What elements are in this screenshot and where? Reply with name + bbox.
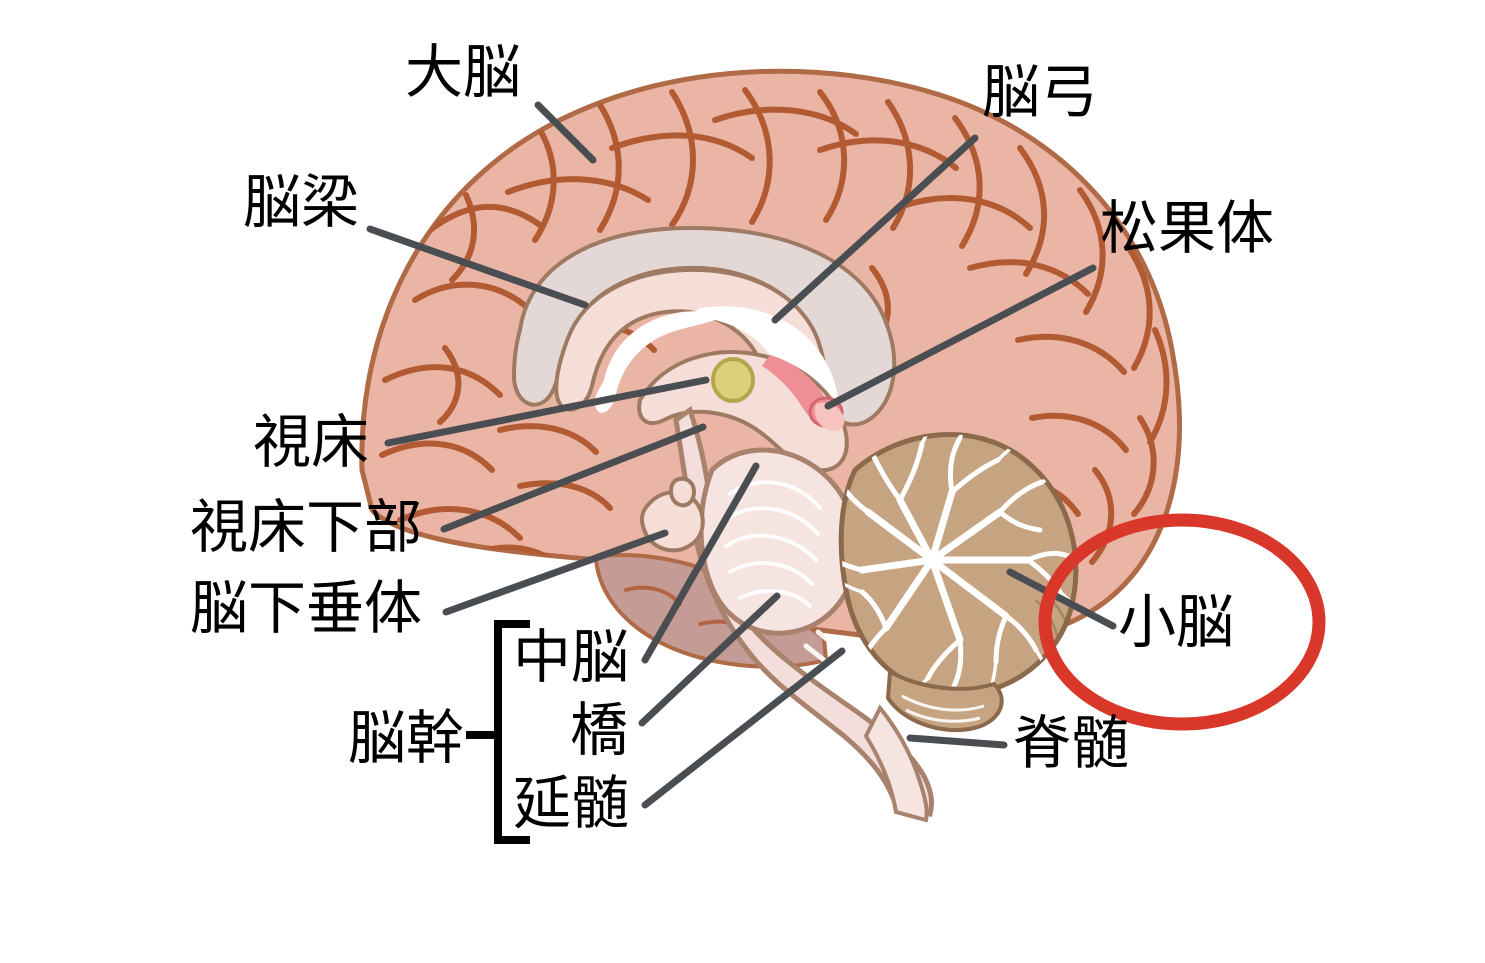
brainstem-bracket — [466, 620, 530, 844]
pineal-body-shape — [762, 355, 845, 432]
spinal-cord-shape — [863, 704, 929, 823]
label-fornix: 脳弓 — [982, 58, 1099, 126]
leader-line-cerebrum — [534, 101, 597, 164]
label-thalamus: 視床 — [253, 408, 370, 476]
label-cerebrum: 大脳 — [405, 38, 522, 106]
label-midbrain: 中脳 — [513, 623, 630, 691]
leader-line-pons — [638, 592, 781, 727]
leader-line-pituitary — [442, 529, 669, 616]
label-spinal-cord: 脊髄 — [1013, 709, 1130, 777]
label-hypothalamus: 視床下部 — [190, 493, 423, 561]
label-medulla: 延髄 — [513, 769, 630, 837]
thalamus-marker — [711, 357, 755, 403]
label-pons: 橋 — [570, 696, 629, 764]
leader-line-fornix — [771, 134, 979, 324]
leader-line-corpus — [366, 225, 589, 309]
label-pineal-body: 松果体 — [1100, 194, 1275, 262]
leader-lines-group — [366, 101, 1117, 809]
leader-line-thalamus — [384, 376, 710, 447]
label-pituitary: 脳下垂体 — [190, 574, 423, 642]
label-corpus-callosum: 脳梁 — [243, 168, 360, 236]
leader-line-spinal-cord — [906, 734, 1008, 749]
leader-line-cerebellum — [1006, 568, 1117, 630]
label-brainstem: 脳幹 — [348, 704, 465, 772]
leader-line-medulla — [641, 647, 846, 809]
leader-line-pineal — [824, 264, 1097, 410]
cerebellum-highlight-ellipse — [1038, 513, 1326, 731]
label-cerebellum: 小脳 — [1118, 588, 1235, 656]
leader-line-hypothalamus — [440, 423, 707, 533]
leader-line-midbrain — [641, 462, 760, 664]
